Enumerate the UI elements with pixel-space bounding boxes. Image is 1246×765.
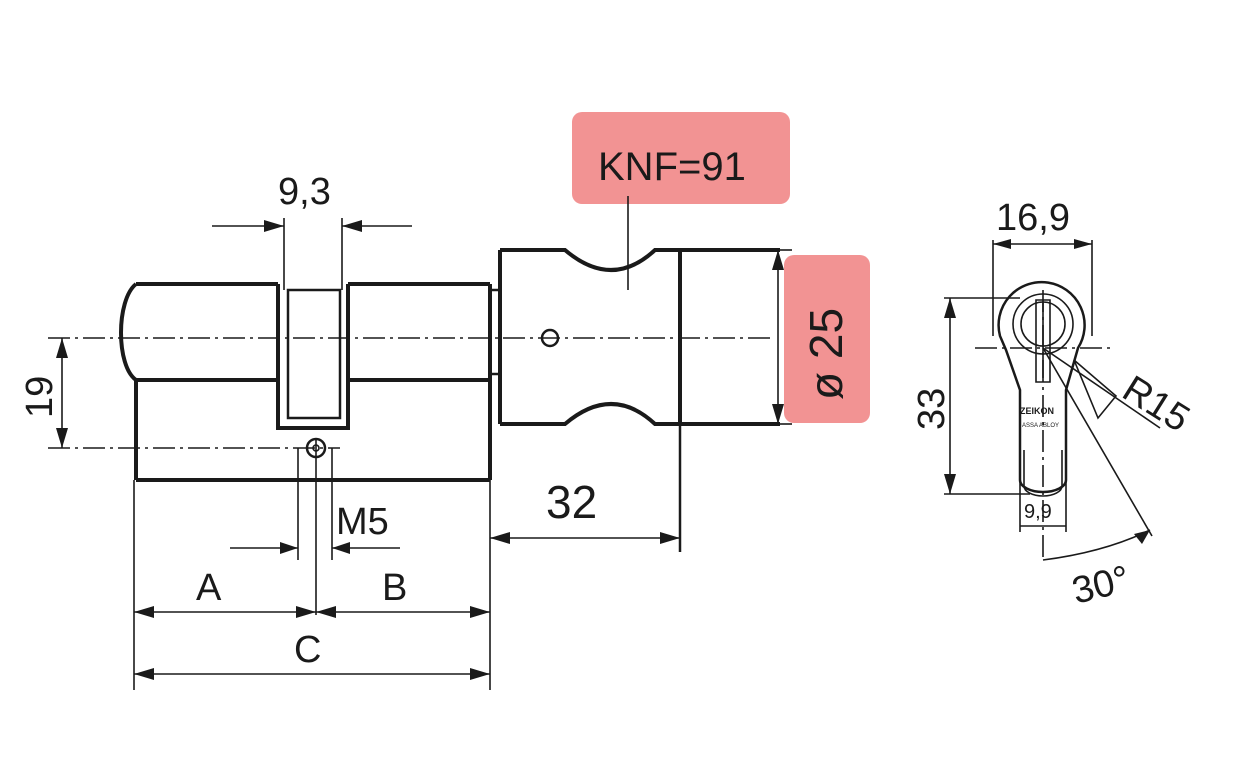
dim-b-label: B (382, 567, 407, 609)
cylinder-profile (975, 280, 1112, 560)
knob-diameter-highlight (784, 255, 870, 423)
radius-label: R15 (1115, 368, 1196, 441)
bottom-width-label: 9,9 (1024, 501, 1052, 523)
slot-width-label: 9,3 (278, 171, 331, 213)
cylinder-body (119, 282, 502, 482)
knob-code-highlight (572, 112, 790, 204)
dim-a-label: A (196, 567, 222, 609)
knob-code-label: KNF=91 (598, 145, 746, 189)
dim-c-label: C (294, 629, 321, 671)
brand-logo: ZEIKON (1020, 406, 1054, 416)
angle-label: 30° (1068, 558, 1134, 613)
profile-width-label: 16,9 (996, 197, 1070, 239)
knob-length-label: 32 (546, 476, 597, 528)
screw-label: M5 (336, 501, 389, 543)
knob (498, 248, 780, 426)
offset-19-label: 19 (19, 376, 61, 418)
brand-sub: ASSA ABLOY (1022, 423, 1059, 429)
profile-height-label: 33 (911, 388, 953, 430)
knob-diameter-label: ø 25 (800, 308, 852, 400)
